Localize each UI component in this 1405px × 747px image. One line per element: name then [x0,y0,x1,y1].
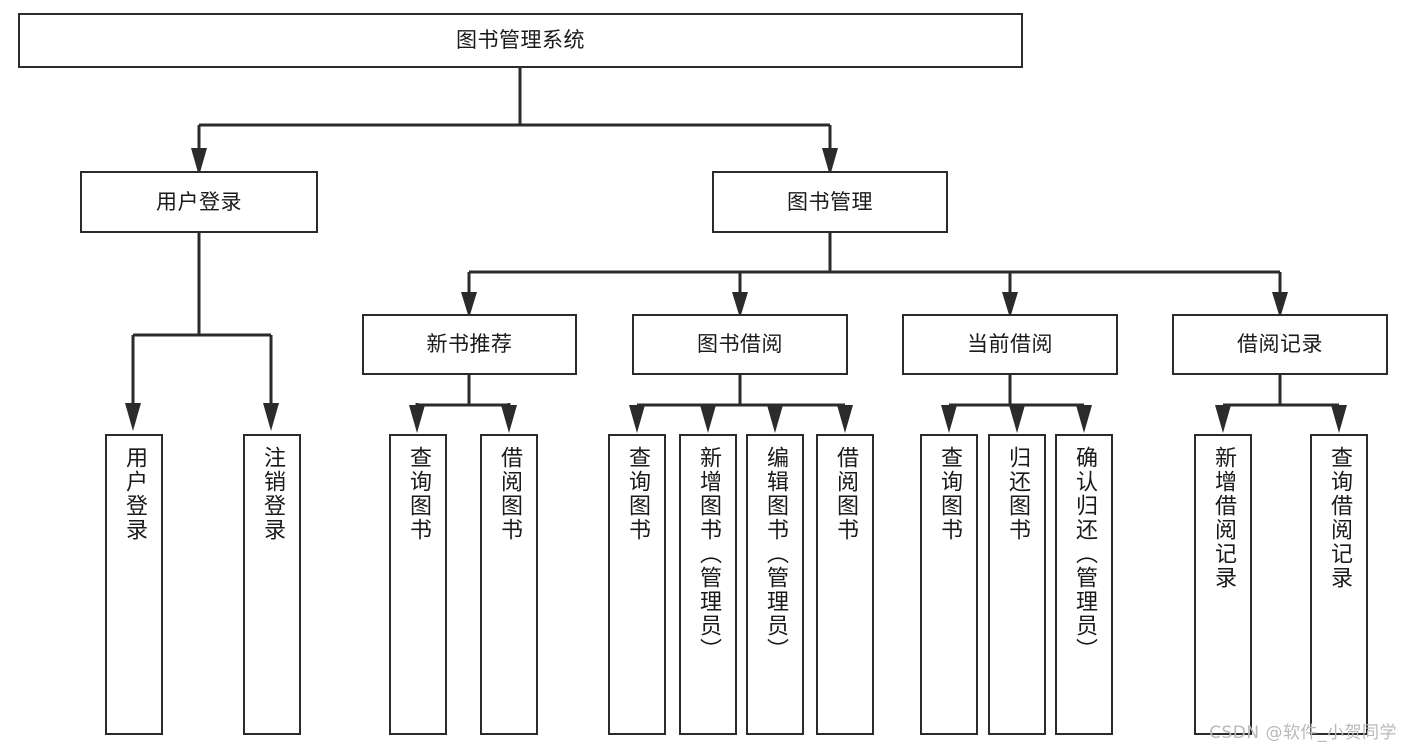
leaf-record-add-record[interactable]: 新增借阅记录 [1194,434,1252,735]
arrow-bb-leaf3 [767,405,783,433]
node-new-book-recommend[interactable]: 新书推荐 [362,314,577,375]
node-user-login[interactable]: 用户登录 [80,171,318,233]
leaf-label: 确认归还（管理员） [1072,446,1097,662]
arrow-br-leaf1 [1215,405,1231,433]
leaf-drop-lines [635,405,1341,412]
node-borrow-record-label: 借阅记录 [1237,332,1323,357]
leaf-bookborrow-edit-book[interactable]: 编辑图书（管理员） [746,434,804,735]
leaf-label: 查询图书 [937,446,962,542]
arrow-bb-leaf2 [700,405,716,433]
arrow-ul-leaf2 [263,403,279,431]
leaf-label: 归还图书 [1005,446,1030,542]
leaf-record-query-record[interactable]: 查询借阅记录 [1310,434,1368,735]
node-book-borrow[interactable]: 图书借阅 [632,314,848,375]
leaf-currentborrow-confirm-return[interactable]: 确认归还（管理员） [1055,434,1113,735]
node-new-book-recommend-label: 新书推荐 [426,332,513,357]
arrow-bb-leaf4 [837,405,853,433]
node-borrow-record[interactable]: 借阅记录 [1172,314,1388,375]
node-book-management-label: 图书管理 [787,189,873,214]
arrow-cb-leaf2 [1009,405,1025,433]
leaf-label: 查询借阅记录 [1327,446,1352,590]
leaf-label: 新增图书（管理员） [696,446,721,662]
arrow-nb-leaf1 [409,405,425,433]
node-user-login-label: 用户登录 [156,189,242,214]
leaf-bookborrow-borrow-book[interactable]: 借阅图书 [816,434,874,735]
leaf-label: 借阅图书 [497,446,522,542]
leaf-label: 借阅图书 [833,446,858,542]
arrow-ul-leaf1 [125,403,141,431]
node-current-borrow-label: 当前借阅 [967,332,1053,357]
leaf-label: 注销登录 [260,446,285,542]
leaf-bookborrow-add-book[interactable]: 新增图书（管理员） [679,434,737,735]
leaf-label: 新增借阅记录 [1211,446,1236,590]
arrow-bb-leaf1 [629,405,645,433]
arrow-nb-leaf2 [501,405,517,433]
csdn-watermark: CSDN @软件_小贺同学 [1209,723,1397,743]
node-book-borrow-label: 图书借阅 [697,332,783,357]
node-root-label: 图书管理系统 [456,28,585,53]
leaf-user-login-login[interactable]: 用户登录 [105,434,163,735]
leaf-currentborrow-query-book[interactable]: 查询图书 [920,434,978,735]
leaf-bookborrow-query-book[interactable]: 查询图书 [608,434,666,735]
leaf-currentborrow-return-book[interactable]: 归还图书 [988,434,1046,735]
arrow-cb-leaf3 [1076,405,1092,433]
leaf-label: 用户登录 [122,446,147,542]
leaf-label: 编辑图书（管理员） [763,446,788,662]
node-current-borrow[interactable]: 当前借阅 [902,314,1118,375]
node-book-management[interactable]: 图书管理 [712,171,948,233]
leaf-newbook-query-book[interactable]: 查询图书 [389,434,447,735]
leaf-newbook-borrow-book[interactable]: 借阅图书 [480,434,538,735]
node-root[interactable]: 图书管理系统 [18,13,1023,68]
leaf-user-login-logout[interactable]: 注销登录 [243,434,301,735]
leaf-label: 查询图书 [406,446,431,542]
arrow-br-leaf2 [1331,405,1347,433]
arrow-cb-leaf1 [941,405,957,433]
leaf-label: 查询图书 [625,446,650,542]
